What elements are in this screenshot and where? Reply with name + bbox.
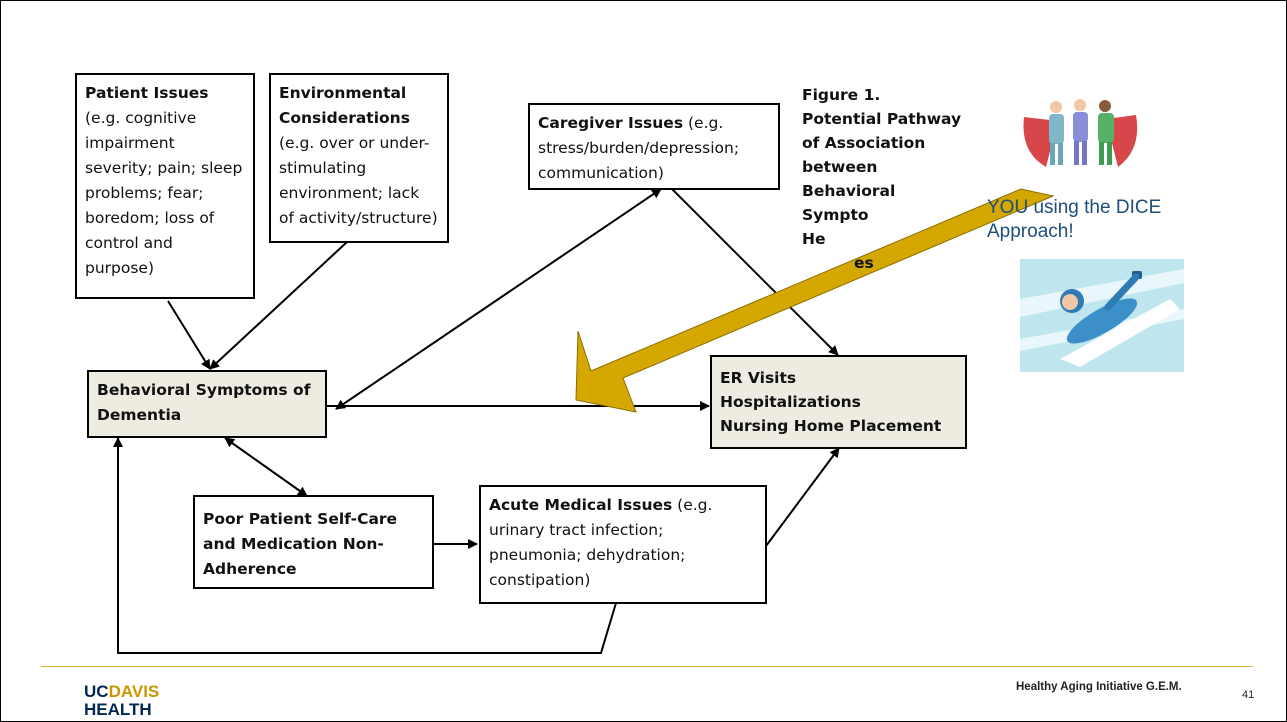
caregiver-box: Caregiver Issues (e.g. stress/burden/dep… bbox=[528, 103, 780, 190]
caption-line: Potential Pathway bbox=[802, 110, 962, 128]
acute-medical-title-suffix: (e.g. bbox=[672, 496, 713, 514]
dice-callout: YOU using the DICE Approach! bbox=[987, 196, 1161, 244]
environmental-title: Environmental Considerations bbox=[279, 84, 410, 127]
footer-divider bbox=[41, 666, 1253, 667]
behavioral-symptoms-box: Behavioral Symptoms of Dementia bbox=[87, 370, 327, 438]
figure-caption: Figure 1. Potential Pathway of Associati… bbox=[802, 83, 982, 275]
caption-line: es bbox=[854, 254, 874, 272]
self-care-text: Poor Patient Self-Care and Medication No… bbox=[203, 510, 398, 578]
logo-health: HEALTH bbox=[84, 700, 152, 719]
acute-medical-title: Acute Medical Issues bbox=[489, 496, 673, 514]
dice-arrow bbox=[575, 188, 1055, 413]
outcomes-box: ER Visits Hospitalizations Nursing Home … bbox=[710, 355, 967, 449]
caregiver-title: Caregiver Issues bbox=[538, 114, 684, 132]
outcome-hospitalizations: Hospitalizations bbox=[720, 393, 861, 411]
caption-line: Behavioral bbox=[802, 182, 896, 200]
uc-davis-health-logo: UCDAVIS HEALTH bbox=[84, 683, 159, 718]
caption-line: Sympto bbox=[802, 206, 869, 224]
arrow-behavioral-to-caregiver bbox=[335, 188, 662, 410]
logo-davis: DAVIS bbox=[108, 682, 160, 701]
healthcare-heroes-illustration bbox=[1023, 99, 1138, 167]
arrow-acute-to-outcomes bbox=[765, 447, 840, 547]
arrow-caregiver-to-outcomes bbox=[671, 188, 839, 356]
dice-callout-line1: YOU using the DICE bbox=[987, 197, 1162, 218]
environmental-box: Environmental Considerations (e.g. over … bbox=[269, 73, 449, 243]
flying-hero-image bbox=[1020, 259, 1184, 372]
self-care-box: Poor Patient Self-Care and Medication No… bbox=[193, 495, 434, 589]
caption-line: of Association bbox=[802, 134, 926, 152]
caption-line: He bbox=[802, 230, 826, 248]
arrow-acute-loop-to-behavioral bbox=[113, 437, 617, 654]
logo-uc: UC bbox=[84, 682, 109, 701]
caption-line: between bbox=[802, 158, 878, 176]
environmental-body: (e.g. over or under-stimulating environm… bbox=[279, 134, 438, 227]
behavioral-symptoms-text: Behavioral Symptoms of Dementia bbox=[97, 381, 311, 424]
caregiver-body: (e.g. stress/burden/depression; communic… bbox=[538, 114, 740, 182]
patient-issues-box: Patient Issues (e.g. cognitive impairmen… bbox=[75, 73, 255, 299]
arrow-behavioral-to-selfcare bbox=[224, 437, 308, 497]
dice-callout-line2: Approach! bbox=[987, 221, 1074, 242]
outcome-er-visits: ER Visits bbox=[720, 369, 797, 387]
acute-medical-box: Acute Medical Issues (e.g. urinary tract… bbox=[479, 485, 767, 604]
acute-medical-body: urinary tract infection; pneumonia; dehy… bbox=[489, 521, 686, 589]
arrow-environment-to-behavioral bbox=[209, 241, 348, 370]
page-number: 41 bbox=[1242, 689, 1255, 701]
footer-title: Healthy Aging Initiative G.E.M. bbox=[1016, 681, 1182, 693]
patient-issues-body: (e.g. cognitive impairment severity; pai… bbox=[85, 109, 243, 277]
outcome-nursing-home: Nursing Home Placement bbox=[720, 417, 942, 435]
patient-issues-title: Patient Issues bbox=[85, 84, 209, 102]
caption-line: Figure 1. bbox=[802, 86, 881, 104]
arrow-patient-to-behavioral bbox=[167, 300, 211, 370]
